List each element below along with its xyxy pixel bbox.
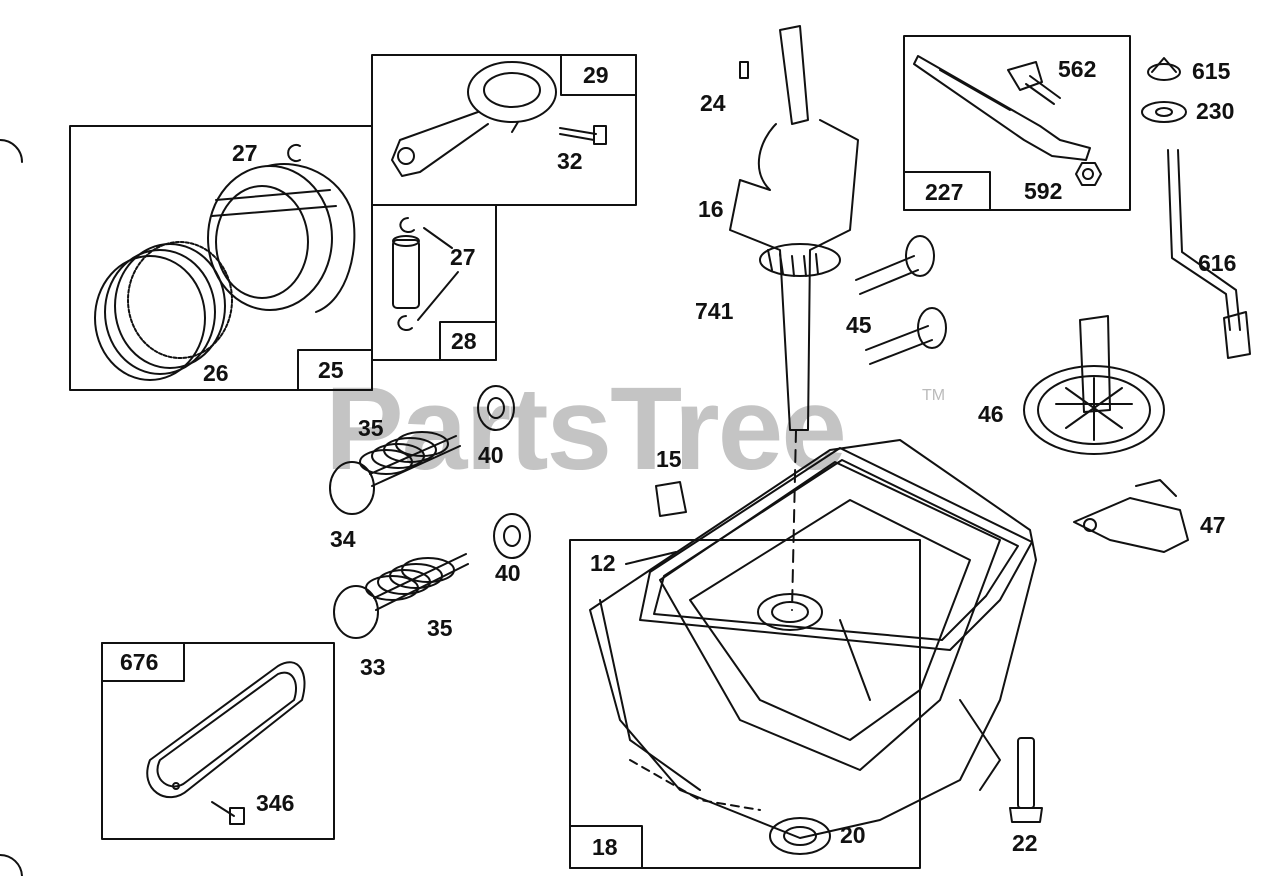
- connecting-rod-icon: [391, 61, 557, 177]
- box-label-18: 18: [592, 834, 618, 860]
- callout-32: 32: [557, 148, 583, 174]
- piston-rings-icon: [94, 241, 233, 381]
- box-25-tab: [297, 349, 373, 391]
- box-28-tab: [439, 321, 497, 361]
- piston-clip-icon-a: [287, 144, 301, 162]
- callout-26: 26: [203, 360, 229, 386]
- leader-12: [625, 551, 677, 565]
- callout-346: 346: [256, 790, 295, 816]
- callout-27-wrist-clip: 27: [450, 244, 476, 270]
- callout-16: 16: [698, 196, 724, 222]
- cam-follower-icon-upper: [855, 235, 935, 295]
- valve-spring-icon-upper: [359, 431, 449, 475]
- box-676-frame: [101, 642, 335, 840]
- callout-35-lower: 35: [427, 615, 453, 641]
- callout-27-piston-clip: 27: [232, 140, 258, 166]
- rod-bolt-icon: [559, 125, 607, 145]
- valve-spring-icon-lower: [365, 557, 455, 601]
- crank-axis: [791, 429, 797, 611]
- callout-592: 592: [1024, 178, 1063, 204]
- crankcase-icon: [589, 439, 1037, 839]
- callout-20: 20: [840, 822, 866, 848]
- box-18-tab: [569, 825, 643, 869]
- callout-45: 45: [846, 312, 872, 338]
- breather-cover-icon: [146, 661, 306, 799]
- camshaft-gear-icon: [1023, 315, 1165, 455]
- clip-icon-upper: [399, 217, 415, 233]
- callout-24: 24: [700, 90, 726, 116]
- callout-35-upper: 35: [358, 415, 384, 441]
- leader-27b-lower: [417, 271, 459, 321]
- bolt-icon: [1009, 737, 1043, 823]
- edge-arc-bottom: [0, 853, 23, 876]
- callout-34: 34: [330, 526, 356, 552]
- callout-562: 562: [1058, 56, 1097, 82]
- wrist-pin-icon: [392, 235, 420, 309]
- box-label-28: 28: [451, 328, 477, 354]
- piston-icon: [207, 163, 356, 313]
- edge-arc-top: [0, 139, 23, 163]
- callout-12: 12: [590, 550, 616, 576]
- washer-230-icon: [1141, 101, 1187, 123]
- key-icon: [739, 61, 749, 79]
- box-label-29: 29: [583, 62, 609, 88]
- oil-seal-icon: [769, 817, 831, 855]
- plug-icon: [655, 481, 687, 517]
- callout-46: 46: [978, 401, 1004, 427]
- box-29-frame: [371, 54, 637, 206]
- callout-22: 22: [1012, 830, 1038, 856]
- box-676-tab: [101, 642, 185, 682]
- crankshaft-icon: [729, 25, 859, 431]
- callout-230: 230: [1196, 98, 1235, 124]
- valve-icon-upper: [329, 435, 461, 515]
- governor-lever-icon: [913, 55, 1091, 161]
- callout-15: 15: [656, 446, 682, 472]
- lever-nut-icon: [1075, 162, 1102, 186]
- leader-27b-upper: [423, 227, 453, 249]
- box-label-25: 25: [318, 357, 344, 383]
- box-18-frame: [569, 539, 921, 869]
- lever-bolt-icon: [1007, 61, 1061, 105]
- callout-741: 741: [695, 298, 734, 324]
- clip-icon-lower: [397, 315, 413, 331]
- trademark-symbol: TM: [922, 387, 946, 404]
- box-227-frame: [903, 35, 1131, 211]
- callout-616: 616: [1198, 250, 1237, 276]
- washer-615-icon: [1147, 57, 1181, 81]
- box-29-tab: [560, 54, 637, 96]
- box-label-227: 227: [925, 179, 964, 205]
- callout-33: 33: [360, 654, 386, 680]
- callout-40-upper: 40: [478, 442, 504, 468]
- box-label-676: 676: [120, 649, 159, 675]
- valve-retainer-icon-upper: [477, 385, 515, 431]
- cover-screw-icon: [211, 801, 245, 825]
- governor-assembly-icon: [1073, 479, 1189, 553]
- valve-retainer-icon-lower: [493, 513, 531, 559]
- box-28-frame: [371, 204, 497, 361]
- callout-40-lower: 40: [495, 560, 521, 586]
- box-227-tab: [903, 171, 991, 211]
- gasket-icon: [639, 447, 1033, 651]
- callout-615: 615: [1192, 58, 1231, 84]
- governor-shaft-icon: [1167, 149, 1251, 359]
- callout-47: 47: [1200, 512, 1226, 538]
- cam-follower-icon-lower: [865, 307, 947, 365]
